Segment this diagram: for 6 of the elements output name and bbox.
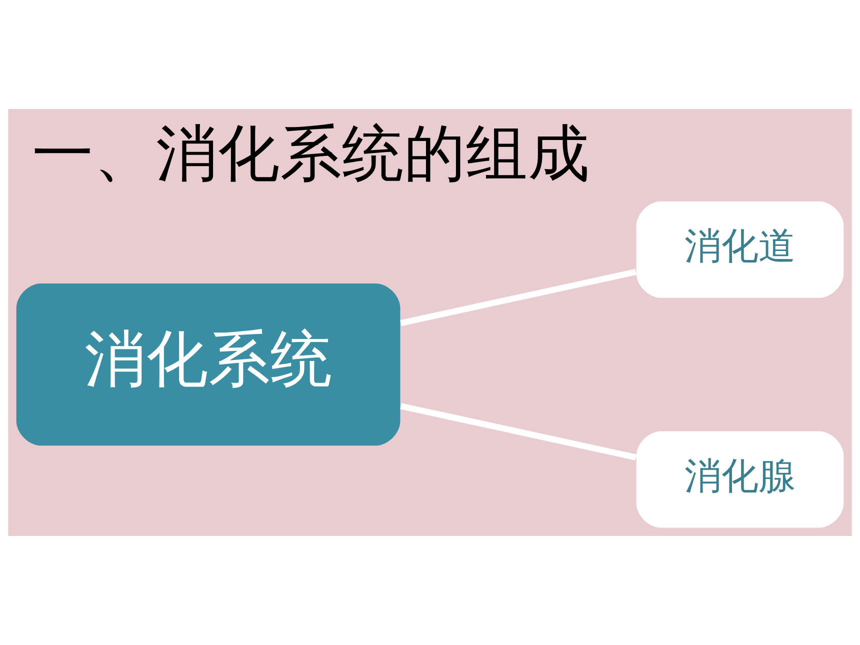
connector bbox=[400, 403, 637, 460]
diagram-title: 一、消化系统的组成 bbox=[32, 118, 590, 190]
node-box: 消化道 bbox=[636, 201, 844, 298]
connector bbox=[400, 268, 637, 326]
node-box: 消化腺 bbox=[636, 431, 844, 528]
node-box: 消化系统 bbox=[16, 284, 400, 446]
